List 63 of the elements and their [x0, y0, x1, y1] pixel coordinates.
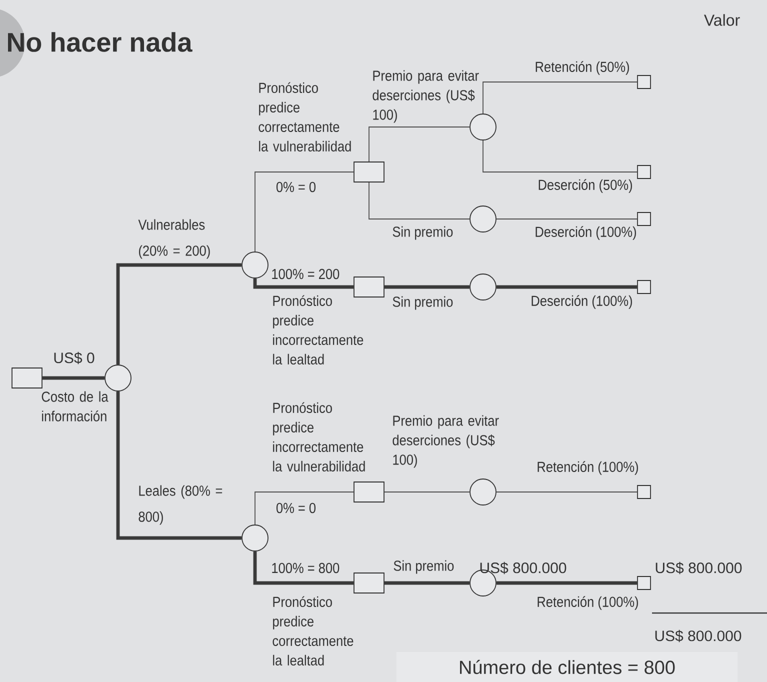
branch-line [253, 278, 354, 289]
terminal-square [637, 212, 651, 226]
terminal-square [637, 75, 651, 89]
edge-label: Retención (100%) [538, 461, 638, 475]
note-text: Costo de la información [42, 391, 108, 422]
branch-line [253, 551, 354, 585]
title: No hacer nada [0, 8, 192, 78]
branch-line [116, 391, 242, 540]
branch-line [482, 82, 638, 114]
edge-label: Pronóstico predice incorrectamente la lealtad [273, 295, 364, 365]
branch-line [384, 285, 470, 289]
branch-line [254, 492, 354, 525]
edge-label: Deserción (50%) [538, 179, 632, 193]
branch-line [254, 172, 354, 252]
summary-box: Número de clientes = 800 [396, 652, 738, 682]
terminal-square [637, 165, 651, 179]
probability-label: 100% = 800 [272, 562, 340, 574]
edge-label: Vulnerables (20% = 200) [138, 219, 210, 259]
edge-label: Sin premio [394, 560, 454, 574]
branch-line [368, 126, 470, 162]
decision-square [354, 162, 384, 182]
chance-circle [470, 206, 496, 232]
edge-label: Retención (100%) [538, 596, 638, 610]
branch-line [496, 218, 638, 220]
branch-line [116, 263, 242, 365]
chance-circle [470, 478, 496, 506]
probability-label: 100% = 200 [272, 268, 340, 280]
edge-label: Retención (50%) [536, 61, 629, 75]
total-value: US$ 800.000 [655, 630, 742, 642]
decision-square [354, 572, 384, 594]
edge-label: Pronóstico predice correctamente la vulnerabilidad [258, 82, 351, 152]
edge-label: Sin premio [392, 226, 453, 240]
edge-label: Premio para evitar deserciones (US$ 100) [392, 415, 499, 468]
terminal-square [637, 485, 651, 499]
decision-square [354, 482, 384, 502]
branch-line [368, 182, 470, 220]
probability-label: 0% = 0 [276, 502, 316, 514]
branch-line [42, 376, 105, 380]
column-heading: Valor [704, 14, 740, 26]
chance-circle [470, 274, 496, 300]
branch-line [384, 581, 470, 585]
edge-label: Pronóstico predice incorrectamente la vulnerabilidad [273, 402, 365, 472]
terminal-square [637, 576, 651, 590]
terminal-square [637, 280, 651, 294]
decision-square [12, 368, 42, 388]
edge-label: Leales (80% = 800) [138, 485, 222, 525]
edge-label: Deserción (100%) [532, 295, 632, 309]
edge-label: Premio para evitar deserciones (US$ 100) [372, 70, 479, 123]
value-text: US$ 800.000 [480, 562, 566, 574]
chance-circle [470, 114, 496, 140]
branch-line [482, 140, 638, 172]
edge-label: Deserción (100%) [536, 226, 636, 240]
edge-label: Pronóstico predice correctamente la lealtad [272, 596, 354, 666]
branch-line [496, 285, 638, 289]
decision-square [354, 276, 384, 298]
chance-circle [242, 252, 268, 278]
branch-line [496, 581, 638, 585]
value-text: US$ 800.000 [656, 562, 742, 574]
chance-circle [242, 524, 268, 552]
edge-label: Sin premio [392, 296, 453, 310]
chance-circle [104, 364, 132, 392]
probability-label: 0% = 0 [276, 182, 316, 192]
edge-label: US$ 0 [54, 352, 94, 364]
